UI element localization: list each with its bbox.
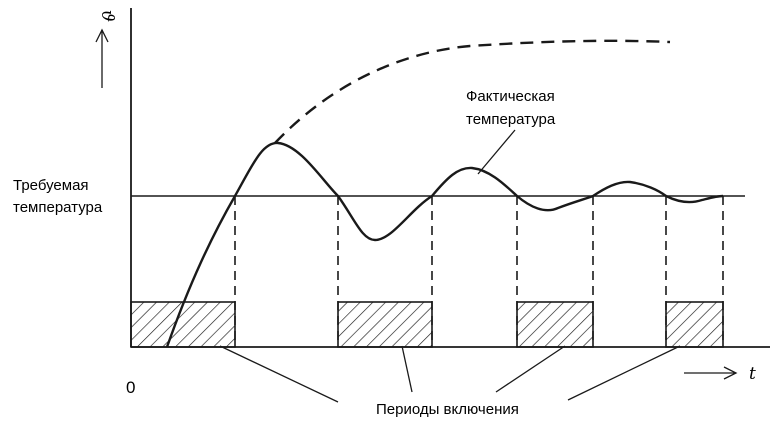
actual-temperature-curve [165, 141, 724, 348]
switch-on-period-1 [130, 301, 236, 348]
actual-temperature-label-line2: температура [466, 111, 556, 128]
y-axis-symbol: ϑ [97, 10, 117, 22]
switch-on-period-4 [665, 301, 724, 348]
origin-label: 0 [126, 378, 135, 397]
switching-dashed-lines [234, 196, 724, 347]
switch-on-periods-label: Периоды включения [376, 401, 519, 418]
switch-on-periods [130, 301, 724, 348]
x-axis-symbol: t [749, 364, 756, 384]
unregulated-heating-curve [274, 39, 671, 144]
switch-on-period-3 [516, 301, 594, 348]
actual-temperature-leader [477, 129, 516, 175]
switch-on-period-2 [337, 301, 433, 348]
required-temperature-label-line1: Требуемая [13, 177, 89, 194]
x-axis-arrow [684, 366, 738, 380]
required-temperature-label-line2: температура [13, 199, 103, 216]
y-axis-arrow [95, 28, 109, 88]
periods-leader-lines [219, 345, 681, 403]
actual-temperature-label-line1: Фактическая [466, 88, 555, 105]
